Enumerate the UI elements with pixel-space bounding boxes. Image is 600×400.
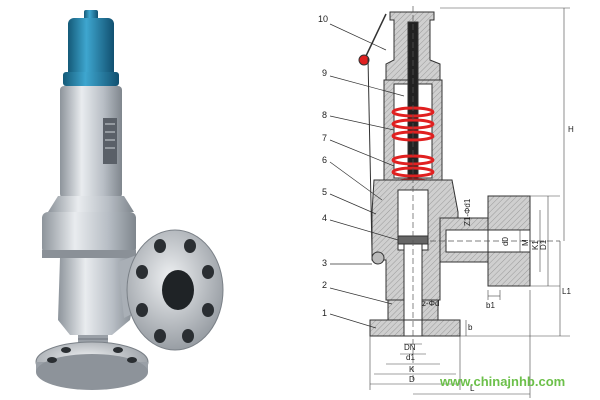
valve-body <box>58 258 136 335</box>
lifting-lever <box>365 13 387 57</box>
nameplate <box>103 118 117 164</box>
blue-cap-base <box>63 72 119 86</box>
callout-7: 7 <box>322 133 327 143</box>
dim-M: M <box>521 239 530 246</box>
bonnet <box>60 86 122 198</box>
dim-d0: d0 <box>501 237 510 246</box>
callout-4: 4 <box>322 213 327 223</box>
dim-K1: K1 <box>531 240 540 250</box>
dim-L1: L1 <box>562 287 571 296</box>
dim-d1: d1 <box>406 353 415 362</box>
callout-2: 2 <box>322 280 327 290</box>
dim-D1: D1 <box>539 239 548 250</box>
lever-ball <box>358 54 370 66</box>
outlet-bolt-holes <box>136 239 214 343</box>
inlet-bolt-holes <box>47 347 137 363</box>
callout-1: 1 <box>322 308 327 318</box>
callout-numbers: 10 9 8 7 6 5 4 3 2 1 <box>318 14 328 318</box>
callout-5: 5 <box>322 187 327 197</box>
dimension-labels: H L1 L D K d1 DN b1 b z-Φd Z1-Φd1 D1 K1 … <box>404 125 574 393</box>
dim-b: b <box>468 323 473 332</box>
callout-3: 3 <box>322 258 327 268</box>
dim-D: D <box>409 375 415 384</box>
dim-H: H <box>568 125 574 134</box>
callout-10: 10 <box>318 14 328 24</box>
dim-z1d1: Z1-Φd1 <box>463 198 472 226</box>
valve-photo <box>35 10 224 390</box>
callout-6: 6 <box>322 155 327 165</box>
dim-L: L <box>470 384 475 393</box>
outlet-bore <box>162 270 194 310</box>
dimension-lines <box>369 7 570 398</box>
dim-b1: b1 <box>486 301 495 310</box>
callout-8: 8 <box>322 110 327 120</box>
watermark: www.chinajnhb.com <box>439 374 565 389</box>
dim-DN: DN <box>404 343 416 352</box>
blue-cap <box>68 18 114 80</box>
dim-K: K <box>409 365 415 374</box>
dim-zd: z-Φd <box>422 299 440 308</box>
section-drawing <box>329 6 570 398</box>
blue-cap-top <box>84 10 98 20</box>
callout-leaders <box>329 23 405 329</box>
callout-9: 9 <box>322 68 327 78</box>
body-flange <box>42 212 136 254</box>
